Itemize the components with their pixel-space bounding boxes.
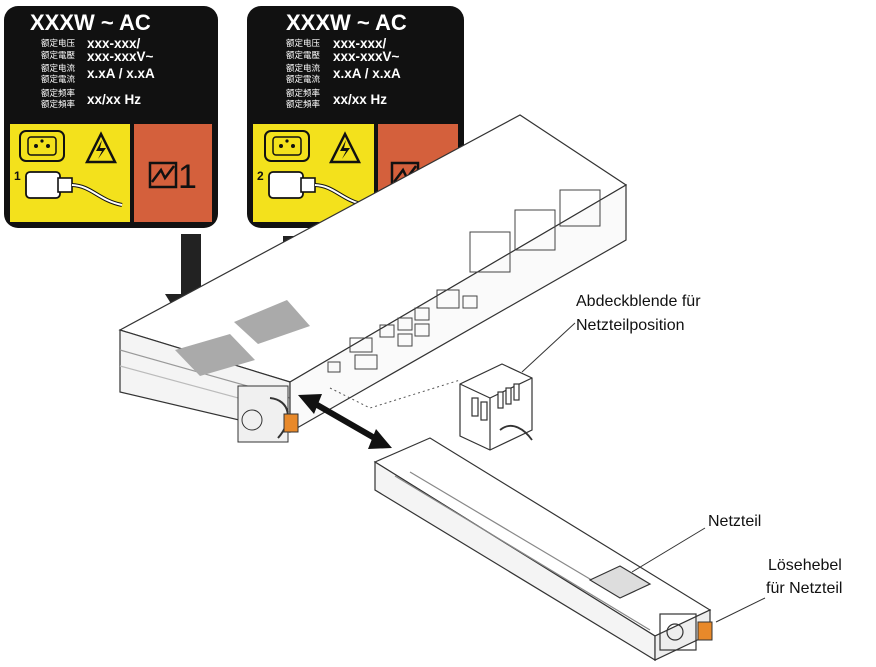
label-2-row-1-value: xxx-xxxV~	[333, 49, 400, 64]
label-1-row-3-cjk: 额定電流	[41, 74, 76, 85]
release-lever-callout-line1: Lösehebel	[768, 557, 842, 574]
label-2-plug-number: 2	[257, 169, 264, 183]
high-voltage-warning-icon	[84, 131, 118, 164]
label-2-row-0-value: xxx-xxx/	[333, 36, 387, 51]
release-lever	[697, 621, 713, 641]
power-supply-callout-line	[631, 527, 706, 573]
label-1-title: XXXW ~ AC	[30, 10, 151, 35]
power-supply-module	[373, 437, 712, 662]
label-placement-patch-1	[175, 334, 255, 376]
label-1-row-3-value: x.xA / x.xA	[87, 66, 155, 81]
power-inlet-icon	[264, 130, 310, 162]
label-1-row-1-cjk: 额定電壓	[41, 50, 76, 61]
label-2-row-2-cjk: 额定电流	[286, 63, 321, 74]
label-2-rows: 额定电压 xxx-xxx/ 额定電壓 xxx-xxxV~ 额定电流 额定電流 x…	[286, 36, 401, 110]
label-2-row-3-cjk: 额定電流	[286, 74, 321, 85]
filler-callout-line2: Netzteilposition	[576, 317, 685, 334]
label-2-title: XXXW ~ AC	[286, 10, 407, 35]
label-2-row-4-cjk: 额定频率	[286, 88, 321, 99]
label-1-row-2-cjk: 额定电流	[41, 63, 76, 74]
label-1-row-1-value: xxx-xxxV~	[87, 49, 154, 64]
label-1-plug-number: 1	[14, 169, 21, 183]
label-1-row-5-value: xx/xx Hz	[87, 92, 141, 107]
label-2-row-3-value: x.xA / x.xA	[333, 66, 401, 81]
label-1-row-0-value: xxx-xxx/	[87, 36, 141, 51]
power-inlet-icon	[19, 130, 65, 162]
rating-label-1: XXXW ~ AC 额定电压 xxx-xxx/ 额定電壓 xxx-xxxV~ 额…	[4, 6, 218, 228]
installed-power-supply-1	[237, 385, 289, 443]
insert-remove-double-arrow	[298, 394, 392, 449]
label-2-row-1-cjk: 额定電壓	[286, 50, 321, 61]
label-placement-patch-2	[234, 300, 310, 344]
release-lever-installed	[283, 413, 299, 433]
release-lever-callout-line2: für Netzteil	[766, 580, 842, 597]
filler-callout-line1: Abdeckblende für	[576, 293, 701, 310]
power-cord-plug-icon	[25, 171, 123, 207]
label-1-rows: 额定电压 xxx-xxx/ 额定電壓 xxx-xxxV~ 额定电流 额定電流 x…	[41, 36, 155, 110]
label-2-row-5-value: xx/xx Hz	[333, 92, 387, 107]
label-1-slot-panel	[134, 124, 212, 222]
power-supply-filler-blank	[459, 363, 533, 451]
power-supply-slot-icon	[148, 161, 178, 189]
rear-io-ports	[327, 189, 601, 373]
label-2-row-0-cjk: 额定电压	[286, 38, 321, 49]
label-1-row-0-cjk: 额定电压	[41, 38, 76, 49]
power-supply-callout: Netzteil	[708, 513, 761, 530]
filler-callout-line	[521, 322, 576, 373]
release-lever-callout-line	[715, 597, 766, 623]
label-1-row-4-cjk: 额定频率	[41, 88, 76, 99]
label-1-slot-number: 1	[178, 158, 197, 196]
label-1-row-5-cjk: 额定頻率	[41, 99, 76, 110]
label-2-row-5-cjk: 额定頻率	[286, 99, 321, 110]
high-voltage-warning-icon	[328, 131, 362, 164]
